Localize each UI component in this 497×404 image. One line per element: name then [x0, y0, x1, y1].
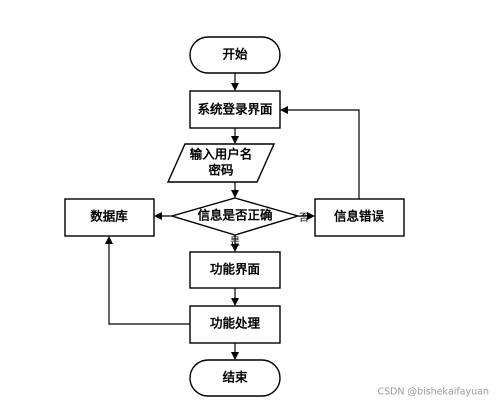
- arrow-process-to-database: [105, 236, 190, 325]
- arrow-error-to-login: [280, 106, 360, 199]
- start-node: 开始: [189, 36, 281, 74]
- input-label-line1: 输入用户名: [190, 147, 253, 162]
- function-page-node: 功能界面: [189, 251, 281, 289]
- error-node: 信息错误: [314, 198, 405, 237]
- login-page-node: 系统登录界面: [189, 90, 281, 129]
- function-page-label: 功能界面: [210, 262, 261, 277]
- watermark: CSDN @bishekaifayuan: [377, 387, 489, 398]
- function-process-label: 功能处理: [210, 316, 261, 331]
- input-label-line2: 密码: [207, 163, 233, 178]
- end-node: 结束: [189, 359, 281, 397]
- login-page-label: 系统登录界面: [197, 102, 273, 117]
- database-node: 数据库: [64, 198, 155, 237]
- start-label: 开始: [222, 47, 248, 62]
- edge-label-no: 否: [299, 212, 309, 224]
- database-label: 数据库: [89, 209, 128, 224]
- input-node: 输入用户名 密码: [166, 143, 276, 183]
- decision-node: 信息是否正确: [169, 197, 301, 236]
- function-process-node: 功能处理: [189, 305, 281, 344]
- edge-label-yes: 是: [230, 236, 240, 248]
- error-label: 信息错误: [334, 209, 385, 224]
- decision-label: 信息是否正确: [197, 208, 272, 223]
- end-label: 结束: [222, 370, 248, 385]
